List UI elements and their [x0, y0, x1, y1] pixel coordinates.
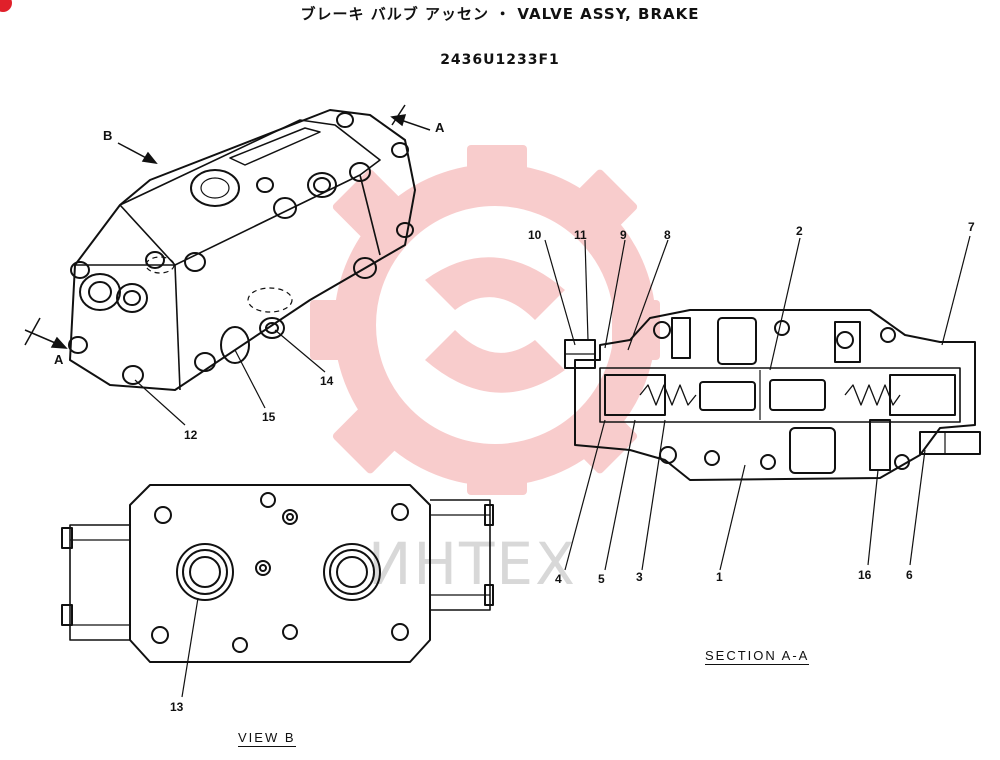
diagram-title: ブレーキ バルブ アッセン ・ VALVE ASSY, BRAKE [300, 5, 700, 23]
callout-7: 7 [968, 220, 975, 234]
callout-4: 4 [555, 572, 562, 586]
section-a-arrow-label-top: A [435, 120, 445, 135]
callout-11: 11 [574, 228, 587, 242]
callout-2: 2 [796, 224, 803, 238]
callout-13: 13 [170, 700, 184, 714]
callout-12: 12 [184, 428, 198, 442]
callout-15: 15 [262, 410, 276, 424]
section-a-arrow-label-left: A [54, 352, 64, 367]
callout-3: 3 [636, 570, 643, 584]
callout-9: 9 [620, 228, 627, 242]
callout-6: 6 [906, 568, 913, 582]
section-caption: SECTION A-A [705, 648, 810, 665]
callout-10: 10 [528, 228, 542, 242]
part-number: 2436U1233F1 [440, 52, 560, 68]
callout-1: 1 [716, 570, 723, 584]
callout-16: 16 [858, 568, 872, 582]
view-b-caption: VIEW B [238, 730, 296, 747]
callout-14: 14 [320, 374, 334, 388]
watermark-text: ИНТЕХ [368, 530, 577, 598]
callout-5: 5 [598, 572, 605, 586]
brand-corner-mark [0, 0, 12, 12]
callout-8: 8 [664, 228, 671, 242]
view-b-arrow-label: B [103, 128, 113, 143]
